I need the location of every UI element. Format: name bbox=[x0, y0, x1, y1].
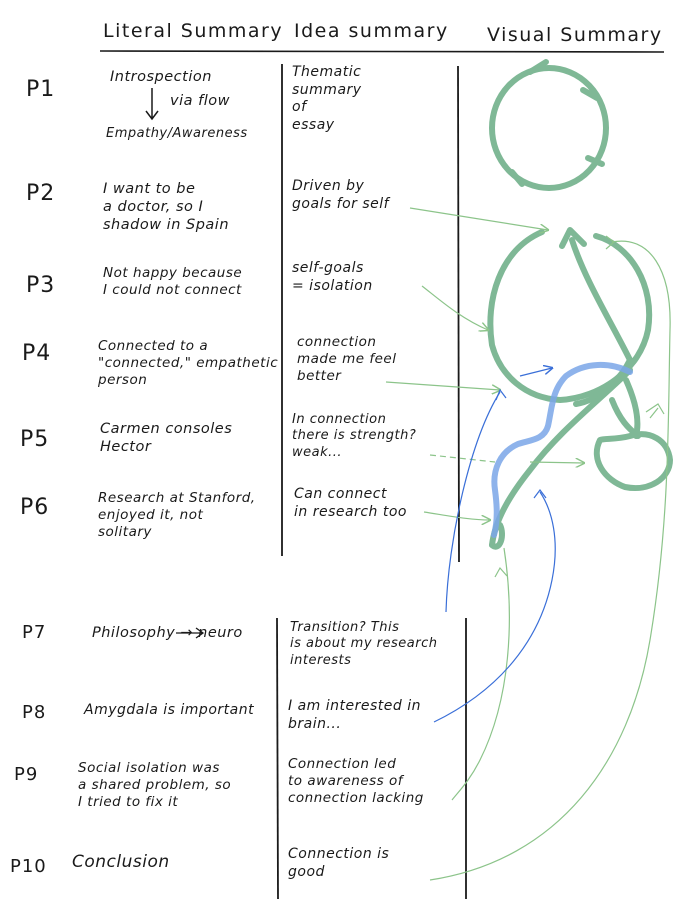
p10-idea: Connection is good bbox=[288, 846, 390, 880]
p4-idea: connection made me feel better bbox=[297, 334, 397, 384]
p9-idea: Connection led to awareness of connectio… bbox=[288, 756, 424, 806]
header-idea-summary: Idea summary bbox=[294, 20, 449, 42]
blue-squiggle-icon bbox=[491, 361, 633, 538]
header-visual-summary: Visual Summary bbox=[487, 24, 663, 46]
circle-loop-icon bbox=[489, 59, 609, 191]
green-arrows bbox=[385, 207, 671, 881]
large-loop-icon bbox=[487, 227, 673, 550]
row-label-p4: P4 bbox=[22, 341, 52, 366]
row-label-p6: P6 bbox=[20, 495, 50, 520]
p2-idea: Driven by goals for self bbox=[292, 178, 390, 212]
header-underline bbox=[99, 50, 665, 53]
p1-literal-introspection: Introspection bbox=[110, 69, 212, 85]
header-literal-summary: Literal Summary bbox=[103, 20, 284, 42]
row-label-p8: P8 bbox=[22, 702, 47, 723]
p3-literal: Not happy because I could not connect bbox=[103, 265, 243, 298]
p8-idea: I am interested in brain... bbox=[288, 698, 421, 732]
p7-idea: Transition? This is about my research in… bbox=[290, 620, 438, 668]
p6-idea: Can connect in research too bbox=[294, 486, 407, 520]
row-label-p7: P7 bbox=[22, 622, 47, 643]
p6-literal: Research at Stanford, enjoyed it, not so… bbox=[98, 490, 256, 540]
row-label-p9: P9 bbox=[14, 764, 39, 785]
p8-literal: Amygdala is important bbox=[84, 702, 255, 718]
p1-idea: Thematic summary of essay bbox=[292, 64, 362, 133]
p2-literal: I want to be a doctor, so I shadow in Sp… bbox=[103, 181, 230, 234]
p5-literal: Carmen consoles Hector bbox=[100, 421, 233, 456]
p7-literal: Philosophy → neuro bbox=[92, 625, 243, 641]
p10-literal: Conclusion bbox=[72, 852, 170, 872]
p9-literal: Social isolation was a shared problem, s… bbox=[78, 760, 232, 810]
row-label-p1: P1 bbox=[26, 77, 56, 102]
row-label-p3: P3 bbox=[26, 273, 56, 298]
p7-arrow bbox=[176, 627, 205, 639]
row-label-p10: P10 bbox=[10, 856, 47, 877]
blue-arrows bbox=[433, 368, 556, 723]
row-label-p5: P5 bbox=[20, 427, 50, 452]
p5-idea: In connection there is strength? weak... bbox=[292, 412, 417, 460]
p3-idea: self-goals = isolation bbox=[292, 260, 373, 294]
p4-literal: Connected to a "connected," empathetic p… bbox=[98, 338, 279, 388]
green-arrowheads bbox=[494, 235, 665, 578]
p1-literal-via-flow: via flow bbox=[170, 93, 230, 109]
divider-literal-idea-bottom bbox=[276, 617, 279, 899]
row-label-p2: P2 bbox=[26, 181, 56, 206]
p1-literal-empathy: Empathy/Awareness bbox=[106, 126, 248, 141]
p1-down-arrow bbox=[145, 88, 159, 121]
